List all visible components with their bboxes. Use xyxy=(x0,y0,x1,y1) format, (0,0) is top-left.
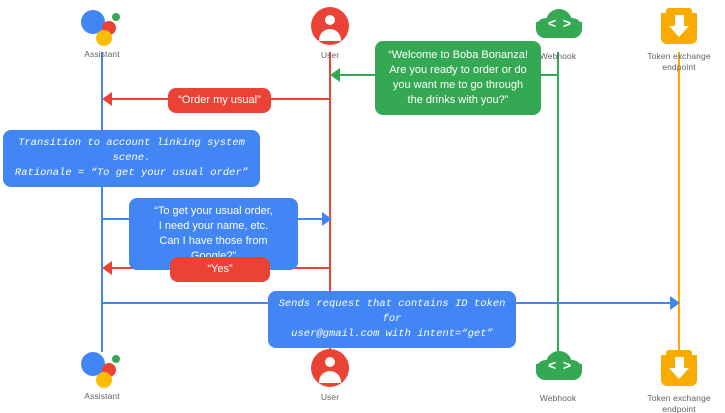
actor-user-bottom: User xyxy=(270,348,390,403)
user-avatar-icon xyxy=(307,7,353,47)
download-arrow-shaft xyxy=(674,357,684,369)
cloud-code-icon: < > xyxy=(535,8,582,48)
message-line: Are you ready to order or do xyxy=(389,64,527,76)
assistant-dot-green xyxy=(112,355,120,363)
actor-label-token-endpoint: Token exchange endpoint xyxy=(647,393,711,413)
actor-token-endpoint-top: Token exchange endpoint xyxy=(619,6,725,73)
actor-label-token-endpoint: Token exchange endpoint xyxy=(647,51,711,72)
actor-webhook-bottom: < > Webhook xyxy=(498,348,618,404)
lifeline-token-endpoint xyxy=(678,52,680,352)
cloud-code-icon: < > xyxy=(535,350,582,390)
cloud-base xyxy=(536,364,582,380)
assistant-dot-green xyxy=(112,13,120,21)
actor-assistant-bottom: Assistant xyxy=(42,348,162,402)
message-line: Rationale = “To get your usual order” xyxy=(14,167,249,179)
arrowhead-order-my-usual xyxy=(102,92,112,106)
stub-welcome-webhook xyxy=(557,74,559,75)
download-arrow-tip xyxy=(668,26,689,37)
assistant-dot-yellow xyxy=(96,372,112,388)
download-arrow-tip xyxy=(668,368,689,379)
google-assistant-icon xyxy=(79,6,125,46)
actor-token-endpoint-bottom: Token exchange endpoint xyxy=(619,348,725,413)
user-head-shape xyxy=(325,357,335,367)
message-line: “Yes” xyxy=(207,263,233,275)
user-body-shape xyxy=(319,29,341,41)
cloud-base xyxy=(536,22,582,38)
actor-user-top: User xyxy=(270,6,390,61)
lifeline-user xyxy=(329,52,331,352)
user-head-shape xyxy=(325,15,335,25)
lifeline-webhook xyxy=(557,52,559,352)
message-welcome: “Welcome to Boba Bonanza! Are you ready … xyxy=(375,41,541,115)
arrowhead-need-your-name xyxy=(322,212,332,226)
actor-label-assistant: Assistant xyxy=(84,49,120,59)
download-arrow-shaft xyxy=(674,15,684,27)
message-line: I need your name, etc. xyxy=(158,220,269,232)
message-line: user@gmail.com with intent=“get” xyxy=(291,328,493,340)
code-brackets-glyph: < > xyxy=(547,17,571,33)
message-line: Sends request that contains ID token for xyxy=(278,298,506,325)
actor-webhook-top: < > Webhook xyxy=(498,6,618,62)
message-yes: “Yes” xyxy=(170,257,270,282)
google-assistant-icon xyxy=(79,348,125,388)
actor-label-webhook: Webhook xyxy=(539,51,577,61)
message-line: Transition to account linking system sce… xyxy=(18,137,245,164)
message-line: “Welcome to Boba Bonanza! xyxy=(388,49,528,61)
token-notch-fill xyxy=(666,8,692,13)
user-avatar-icon xyxy=(307,349,353,389)
message-line: “To get your usual order, xyxy=(154,205,273,217)
actor-assistant-top: Assistant xyxy=(42,6,162,60)
download-box-icon xyxy=(656,8,702,48)
actor-label-user: User xyxy=(320,50,340,60)
arrowhead-welcome xyxy=(330,68,340,82)
user-body-shape xyxy=(319,371,341,383)
token-notch-fill xyxy=(666,350,692,355)
arrowhead-yes xyxy=(102,261,112,275)
download-box-icon xyxy=(656,350,702,390)
actor-label-assistant: Assistant xyxy=(84,391,120,401)
lifeline-assistant xyxy=(101,52,103,352)
message-order-my-usual: “Order my usual” xyxy=(168,88,271,113)
message-transition-note: Transition to account linking system sce… xyxy=(3,130,260,187)
code-brackets-glyph: < > xyxy=(547,359,571,375)
assistant-dot-yellow xyxy=(96,30,112,46)
actor-label-webhook: Webhook xyxy=(539,393,577,403)
message-line: the drinks with you?” xyxy=(407,94,509,106)
actor-label-user: User xyxy=(320,392,340,402)
message-line: “Order my usual” xyxy=(178,94,261,106)
arrowhead-sends-request xyxy=(670,296,680,310)
message-sends-request: Sends request that contains ID token for… xyxy=(268,291,516,348)
message-line: you want me to go through xyxy=(392,79,524,91)
